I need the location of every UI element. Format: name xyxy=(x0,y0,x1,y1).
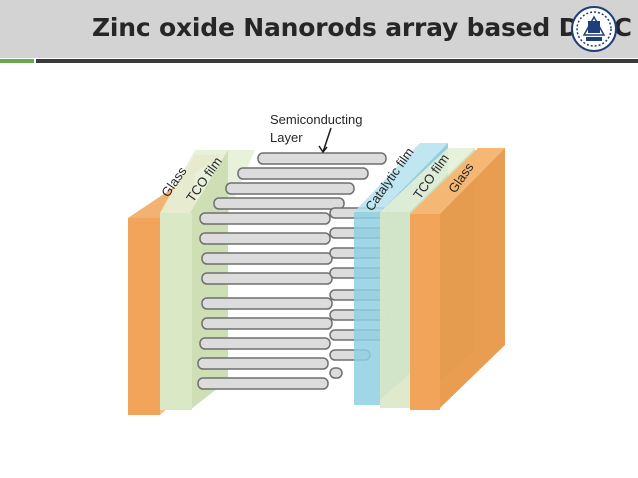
nanorod xyxy=(199,232,331,245)
nanorod xyxy=(201,317,333,330)
nanorod xyxy=(201,252,333,265)
nanorod xyxy=(201,272,333,285)
nanorod xyxy=(201,297,333,310)
slide-title: Zinc oxide Nanorods array based DSSC xyxy=(92,13,632,42)
title-bar: Zinc oxide Nanorods array based DSSC xyxy=(0,0,638,58)
semiconducting-label-line1: Semiconducting xyxy=(270,112,363,127)
accent-bar-green xyxy=(0,59,34,63)
nanorod xyxy=(257,152,387,165)
nanorod xyxy=(213,197,345,210)
semiconducting-label-line2: Layer xyxy=(270,130,303,145)
institute-emblem-icon xyxy=(571,6,617,52)
semiconducting-arrow xyxy=(318,127,332,154)
nanorod xyxy=(199,212,331,225)
accent-bar-gray xyxy=(36,59,638,63)
nanorod xyxy=(197,357,329,370)
nanorod xyxy=(225,182,355,195)
nanorod xyxy=(329,367,343,379)
nanorod xyxy=(199,337,331,350)
nanorod xyxy=(237,167,369,180)
right-glass-plate xyxy=(410,148,505,410)
nanorod xyxy=(197,377,329,390)
